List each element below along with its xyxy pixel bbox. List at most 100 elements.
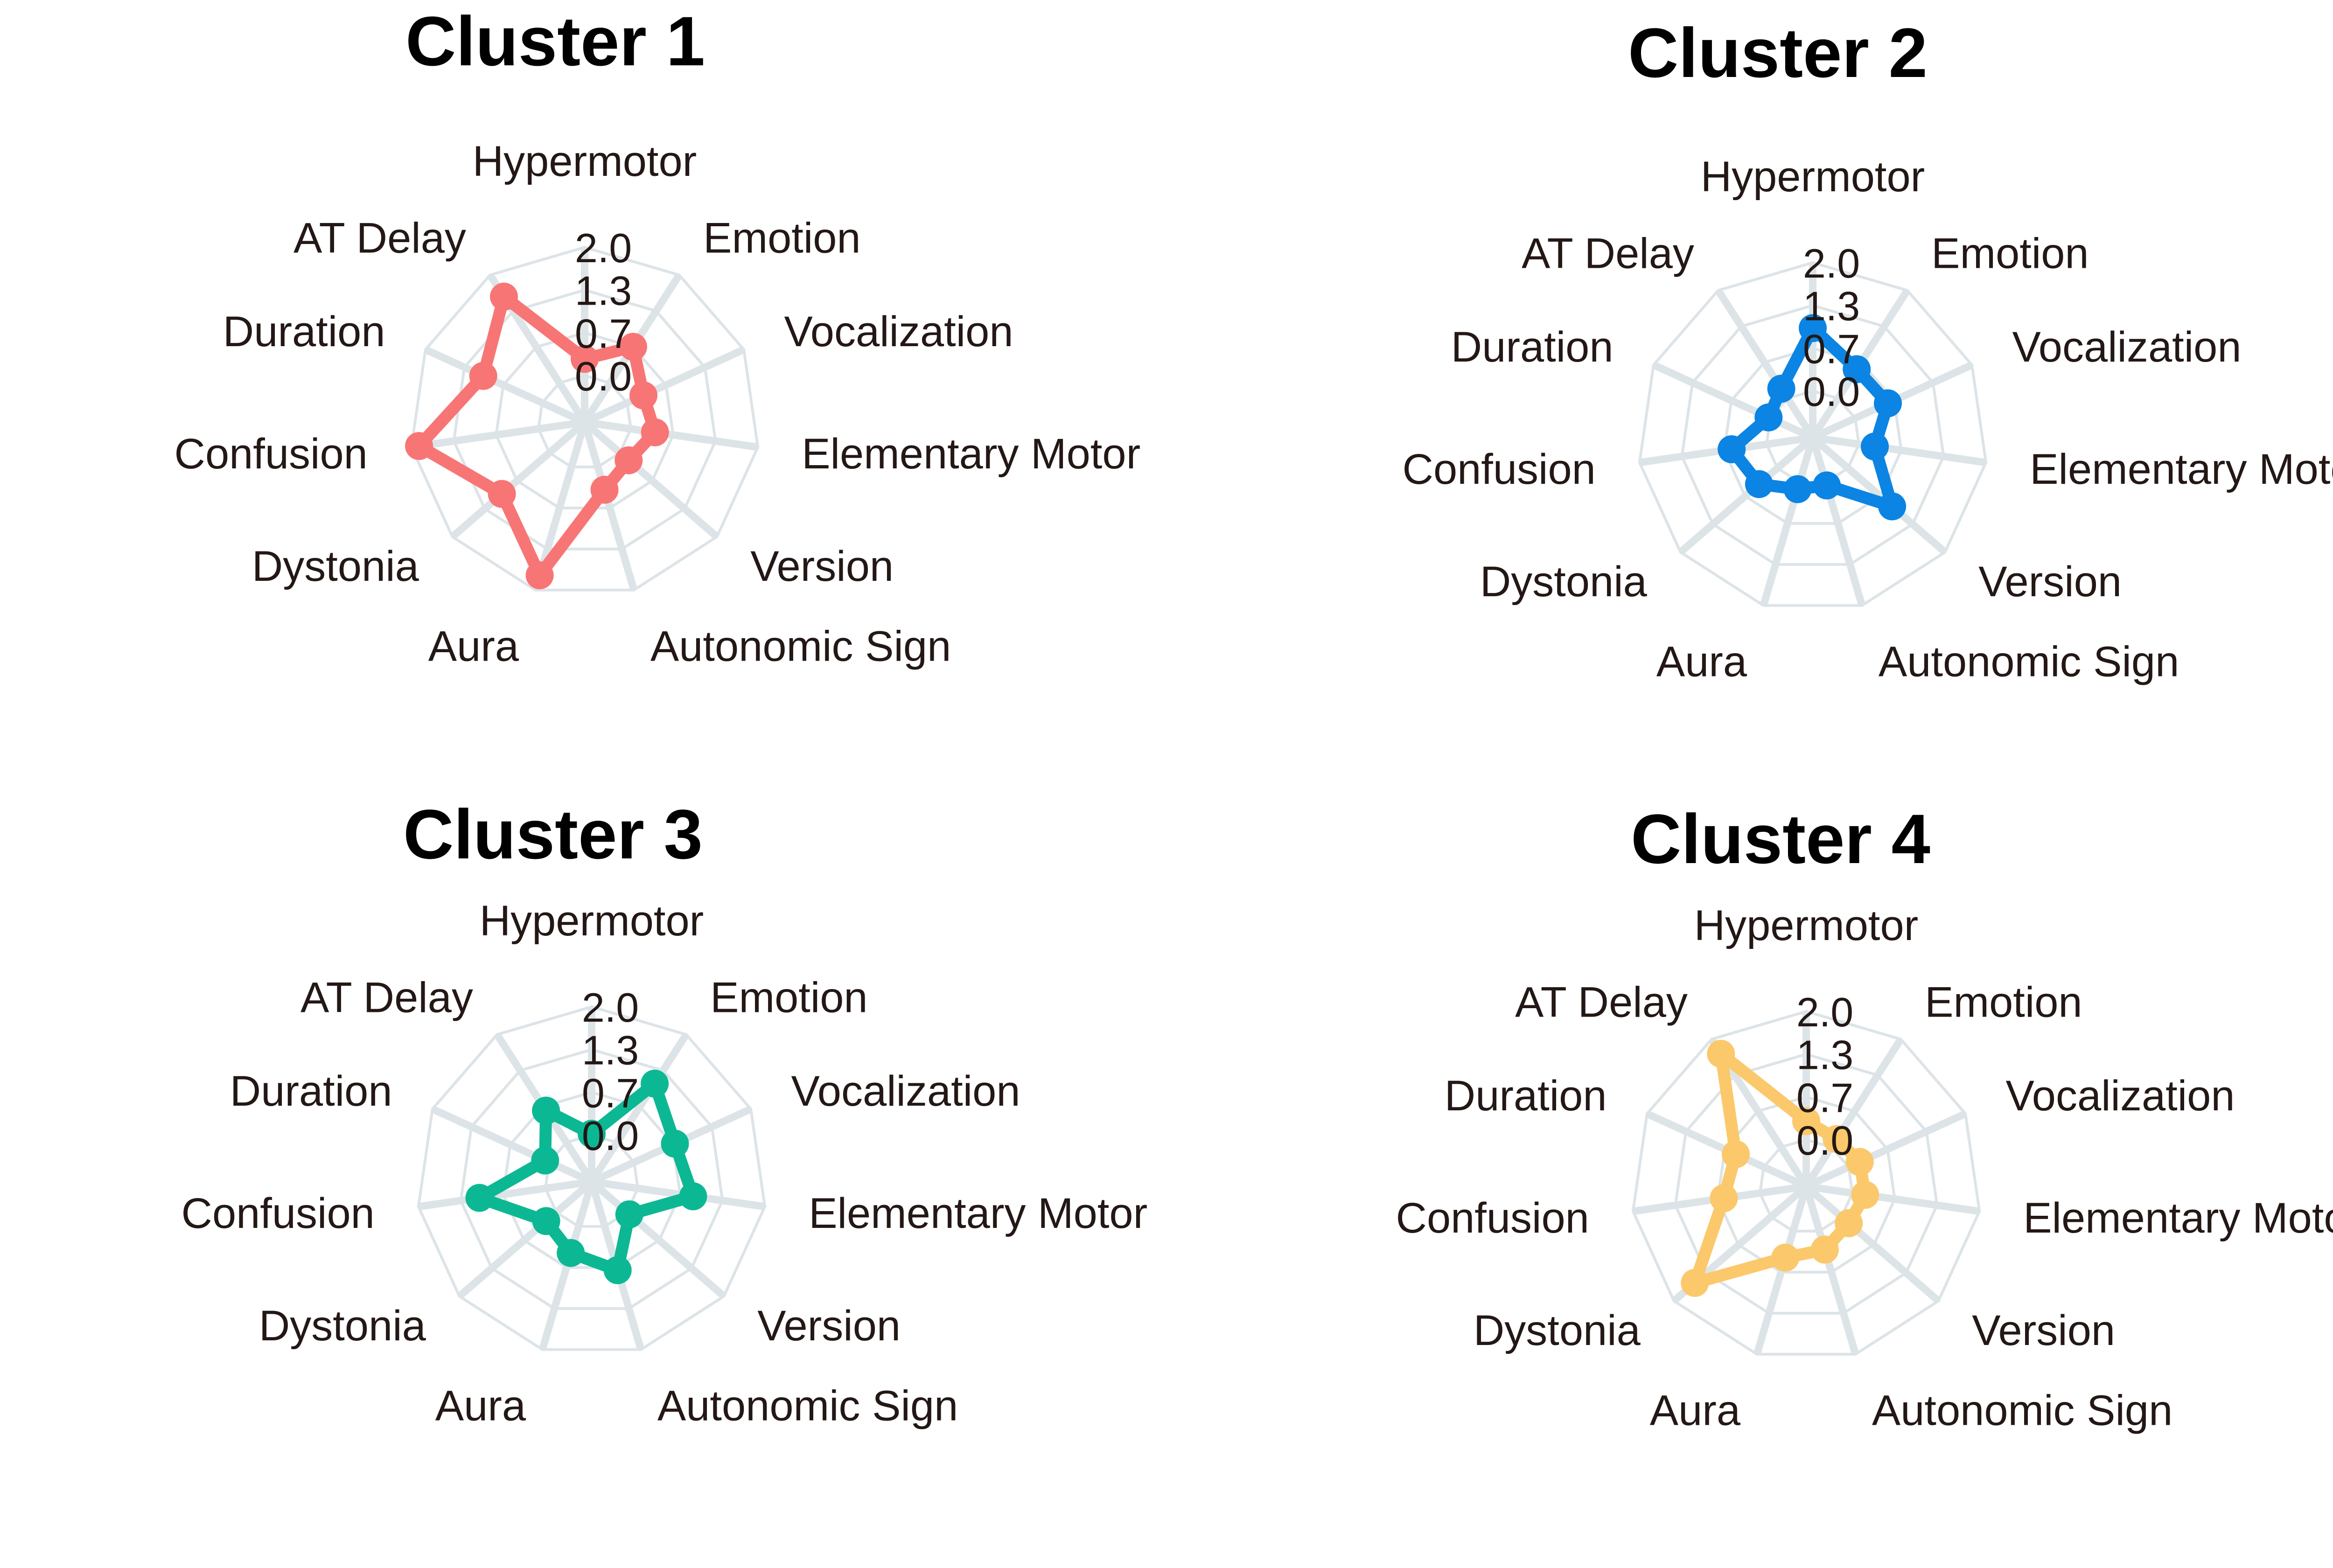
axis-spoke-dystonia bbox=[450, 419, 587, 540]
axis-label-autonomic-sign: Autonomic Sign bbox=[657, 1382, 958, 1430]
axis-spoke-version bbox=[582, 419, 719, 540]
data-point-emotion bbox=[1823, 1125, 1851, 1153]
tick-label: 0.7 bbox=[575, 310, 632, 356]
data-point-emotion bbox=[1843, 355, 1871, 383]
grid-ring bbox=[410, 245, 760, 592]
data-point-hypermotor bbox=[1792, 1107, 1820, 1136]
data-point-aura bbox=[1771, 1243, 1800, 1272]
grid-ring bbox=[1680, 304, 1945, 566]
data-point-vocalization bbox=[661, 1129, 689, 1158]
tick-label: 0.7 bbox=[1803, 326, 1860, 372]
axis-spoke-elementary-motor bbox=[1812, 434, 1987, 467]
data-point-dystonia bbox=[1681, 1268, 1709, 1297]
data-point-elementary-motor bbox=[641, 418, 669, 446]
data-point-version bbox=[615, 446, 643, 474]
tick-label: 1.3 bbox=[582, 1027, 639, 1073]
tick-label: 0.7 bbox=[582, 1070, 639, 1116]
data-point-elementary-motor bbox=[1861, 432, 1889, 461]
data-point-vocalization bbox=[1874, 389, 1902, 418]
data-point-hypermotor bbox=[578, 1120, 606, 1148]
axis-label-at-delay: AT Delay bbox=[1522, 230, 1694, 278]
axis-label-aura: Aura bbox=[435, 1382, 526, 1430]
axis-label-dystonia: Dystonia bbox=[1480, 558, 1648, 606]
axis-spoke-version bbox=[1810, 434, 1948, 555]
grid-ring bbox=[1758, 1138, 1854, 1233]
grid-ring bbox=[1674, 1052, 1939, 1315]
axis-label-at-delay: AT Delay bbox=[300, 974, 473, 1022]
data-point-elementary-motor bbox=[1851, 1181, 1879, 1209]
axis-spoke-autonomic-sign bbox=[1802, 1185, 1859, 1356]
data-point-dystonia bbox=[532, 1207, 560, 1235]
data-point-vocalization bbox=[1845, 1148, 1874, 1176]
axis-spoke-confusion bbox=[418, 1178, 593, 1211]
data-point-autonomic-sign bbox=[1813, 471, 1841, 500]
axis-spoke-aura bbox=[1760, 436, 1816, 607]
axis-spoke-duration bbox=[1652, 361, 1815, 441]
axis-spoke-at-delay bbox=[1715, 288, 1816, 440]
axis-label-duration: Duration bbox=[1445, 1072, 1607, 1120]
tick-label: 0.7 bbox=[1796, 1074, 1853, 1121]
axis-label-autonomic-sign: Autonomic Sign bbox=[1872, 1387, 2172, 1435]
axis-spoke-dystonia bbox=[457, 1178, 594, 1299]
axis-label-hypermotor: Hypermotor bbox=[473, 138, 697, 185]
data-point-at-delay bbox=[490, 282, 518, 311]
data-point-version bbox=[1835, 1209, 1863, 1237]
axis-spoke-duration bbox=[424, 346, 587, 426]
data-point-emotion bbox=[641, 1069, 669, 1098]
data-point-duration bbox=[469, 362, 497, 390]
axis-label-emotion: Emotion bbox=[703, 215, 861, 262]
axis-label-hypermotor: Hypermotor bbox=[1701, 153, 1925, 201]
tick-label: 2.0 bbox=[582, 984, 639, 1031]
axis-label-emotion: Emotion bbox=[710, 974, 868, 1022]
axis-label-dystonia: Dystonia bbox=[252, 543, 419, 590]
axis-label-at-delay: AT Delay bbox=[293, 215, 466, 262]
panel-title: Cluster 2 bbox=[1628, 14, 1928, 92]
radar-panel-cluster-2: Cluster 20.00.71.32.0HypermotorEmotionVo… bbox=[1403, 14, 2333, 686]
axis-spoke-version bbox=[589, 1178, 726, 1299]
axis-spoke-vocalization bbox=[1804, 1110, 1967, 1190]
axis-spoke-elementary-motor bbox=[1805, 1183, 1980, 1215]
grid-ring bbox=[1631, 1010, 1981, 1356]
radar-panel-cluster-4: Cluster 40.00.71.32.0HypermotorEmotionVo… bbox=[1396, 800, 2333, 1435]
tick-label: 2.0 bbox=[575, 225, 632, 271]
data-point-version bbox=[1878, 492, 1907, 521]
axis-label-elementary-motor: Elementary Motor bbox=[2030, 446, 2333, 493]
axis-label-dystonia: Dystonia bbox=[1474, 1307, 1641, 1354]
data-point-aura bbox=[557, 1239, 585, 1267]
axis-spoke-vocalization bbox=[583, 346, 746, 426]
axis-label-version: Version bbox=[1978, 558, 2122, 606]
data-point-at-delay bbox=[1707, 1039, 1735, 1068]
axis-spoke-duration bbox=[431, 1105, 594, 1185]
axis-label-aura: Aura bbox=[428, 623, 519, 670]
axis-label-emotion: Emotion bbox=[1931, 230, 2089, 278]
data-point-emotion bbox=[619, 333, 647, 361]
axis-spoke-emotion bbox=[588, 1032, 690, 1184]
axis-label-elementary-motor: Elementary Motor bbox=[809, 1190, 1147, 1237]
axis-spoke-elementary-motor bbox=[584, 418, 759, 451]
tick-label: 2.0 bbox=[1803, 240, 1860, 286]
data-point-autonomic-sign bbox=[603, 1256, 632, 1284]
tick-label: 0.0 bbox=[575, 353, 632, 399]
axis-label-elementary-motor: Elementary Motor bbox=[2023, 1194, 2333, 1242]
data-point-confusion bbox=[1710, 1184, 1738, 1213]
tick-label: 1.3 bbox=[1796, 1032, 1853, 1078]
axis-spoke-dystonia bbox=[1678, 434, 1816, 555]
data-point-dystonia bbox=[1745, 470, 1773, 498]
axis-label-hypermotor: Hypermotor bbox=[480, 897, 704, 945]
data-point-at-delay bbox=[1767, 375, 1795, 403]
axis-label-confusion: Confusion bbox=[1403, 446, 1596, 493]
grid-ring bbox=[417, 1005, 767, 1351]
data-point-confusion bbox=[405, 432, 433, 460]
data-point-confusion bbox=[1718, 435, 1746, 463]
data-point-version bbox=[615, 1200, 643, 1228]
axis-spoke-confusion bbox=[411, 418, 586, 451]
axis-label-emotion: Emotion bbox=[1925, 979, 2082, 1026]
tick-label: 1.3 bbox=[575, 268, 632, 314]
axis-label-hypermotor: Hypermotor bbox=[1694, 902, 1919, 949]
axis-label-aura: Aura bbox=[1656, 638, 1747, 686]
data-point-aura bbox=[1783, 475, 1812, 503]
axis-spoke-elementary-motor bbox=[591, 1178, 766, 1211]
panel-title: Cluster 3 bbox=[403, 795, 703, 873]
grid-ring bbox=[452, 288, 717, 551]
